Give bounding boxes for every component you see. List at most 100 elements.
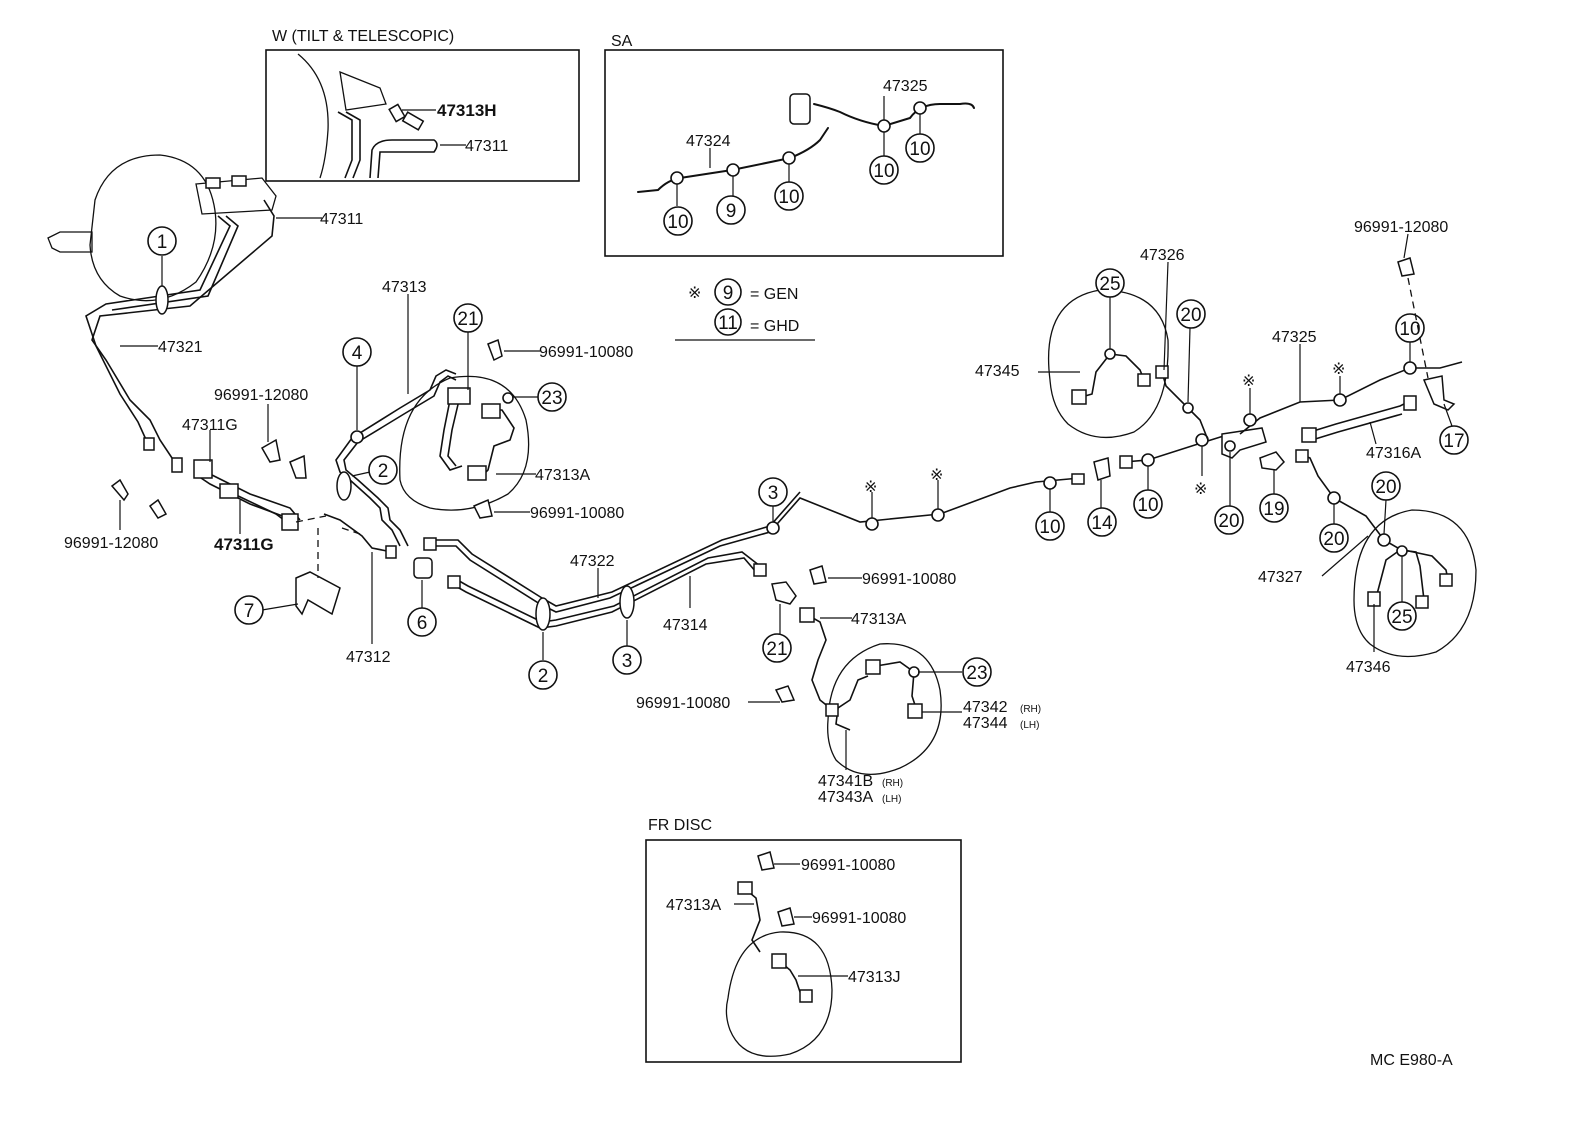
inset-frdisc-clip-b: [777, 907, 795, 927]
label-47311G-b: 47311G: [214, 535, 274, 554]
pipe-47327-end: [1295, 449, 1309, 463]
label-inset-sa-47325: 47325: [883, 78, 928, 95]
clamp-3b: [619, 585, 635, 619]
inset-tilt-pipe-c: [369, 139, 438, 179]
pipe-47313-b: [343, 375, 457, 547]
clamp-1: [155, 285, 169, 315]
callout-20a-text: 20: [1218, 511, 1239, 532]
node-asterisk-a: [865, 517, 879, 531]
hose-47313A-a-end: [481, 403, 501, 419]
asterisk-b: ※: [930, 467, 943, 484]
inset-sa-title: SA: [611, 33, 633, 50]
callout-20b-text: 20: [1180, 305, 1201, 326]
inset-frdisc-title: FR DISC: [648, 817, 712, 834]
clip-96991-12080-c: [1397, 257, 1415, 277]
asterisk-e: ※: [1332, 361, 1345, 378]
suffix-47342-rh: (RH): [1020, 704, 1041, 715]
lead-47326: [1163, 261, 1169, 371]
pipe-rear-main-b: [432, 491, 801, 607]
legend-gen-callout: [714, 278, 742, 306]
inset-frdisc-rotor: [725, 931, 833, 1057]
front-right-brake: 96991-10080 21 47313A 23 96991-10080 473…: [636, 565, 1041, 806]
callout-20a: [1214, 505, 1244, 535]
node-10a: [1043, 476, 1057, 490]
callout-sa-10b: [774, 181, 804, 211]
node-4: [350, 430, 364, 444]
bracket-7: [295, 571, 341, 616]
label-47341B: 47341B: [818, 773, 873, 790]
node-25a: [1104, 348, 1116, 360]
node-asterisk-b: [931, 508, 945, 522]
asterisk-c: ※: [1194, 481, 1207, 498]
label-47313A-a: 47313A: [535, 467, 590, 484]
label-47322: 47322: [570, 553, 615, 570]
wheel-line-47346-end-b: [1415, 595, 1429, 609]
front-left-hoses: 96991-12080 47311G 47311G 96991-12080 7 …: [64, 279, 457, 666]
grommet-19: [1259, 451, 1286, 471]
suffix-47341B-rh: (RH): [882, 778, 903, 789]
lead-c17: [1443, 403, 1453, 427]
master-cylinder: [195, 177, 277, 215]
inset-sa-node-d: [877, 119, 891, 133]
callout-7-text: 7: [244, 601, 255, 622]
label-47313H: 47313H: [437, 101, 497, 120]
callout-20b: [1176, 299, 1206, 329]
wheel-line-fitting-b: [907, 703, 923, 719]
label-47344: 47344: [963, 715, 1008, 732]
callout-20d-text: 20: [1375, 477, 1396, 498]
callout-25a: [1095, 268, 1125, 298]
hose-47311G-end-c: [281, 513, 299, 531]
hose-47316A-end-a: [1301, 427, 1317, 443]
fitting-main-a: [423, 537, 437, 551]
callout-sa-10a: [663, 206, 693, 236]
label-96991-10080-a: 96991-10080: [539, 344, 633, 361]
front-left-drum: [399, 375, 530, 511]
legend: ※ 9 = GEN 11 = GHD: [675, 278, 815, 341]
callout-10c-text: 10: [1399, 319, 1420, 340]
callout-21b: [762, 633, 792, 663]
node-20d: [1377, 533, 1391, 547]
pipe-rear-main-a: [432, 477, 1081, 613]
callout-sa-9-text: 9: [726, 201, 737, 222]
legend-gen-ref: 9: [723, 283, 734, 304]
inset-tilt-booster-outline: [297, 53, 329, 179]
pipe-47312: [323, 513, 393, 553]
inset-frdisc-label-clip-b: 96991-10080: [812, 910, 906, 927]
callout-6: [407, 607, 437, 637]
label-47343A: 47343A: [818, 789, 873, 806]
callout-1-text: 1: [157, 232, 168, 253]
clamp-2a: [336, 471, 352, 501]
suffix-47344-lh: (LH): [1020, 720, 1039, 731]
callout-3a-text: 3: [768, 483, 779, 504]
bracket-14: [1093, 457, 1111, 481]
label-96991-12080-a: 96991-12080: [214, 387, 308, 404]
callout-19: [1259, 493, 1289, 523]
rear-section: 14 10 ※ 20 19 25 47345: [975, 219, 1477, 676]
callout-2b-text: 2: [538, 666, 549, 687]
reservoir-cap-a: [205, 177, 221, 189]
pipe-47321-b: [85, 215, 231, 445]
callout-7: [234, 595, 264, 625]
wheel-line-47345-end-b: [1137, 373, 1151, 387]
legend-ghd-ref: 11: [718, 313, 738, 334]
legend-ghd-callout: [714, 308, 742, 336]
fitting-47321-a: [171, 457, 183, 473]
legend-ghd-text: = GHD: [750, 318, 799, 335]
fitting-10b: [1119, 455, 1133, 469]
wheel-line-47341B: [835, 675, 869, 731]
callout-sa-9: [716, 195, 746, 225]
brake-fitting-21a: [447, 387, 471, 405]
grommet-6: [413, 557, 433, 579]
inset-tilt-fitting-a: [388, 103, 406, 123]
callout-21a: [453, 303, 483, 333]
lead-c7: [261, 603, 299, 611]
node-asterisk-d: [1243, 413, 1257, 427]
front-left-brake: 21 23 96991-10080 47313A 96991-10080: [399, 303, 633, 522]
inset-frdisc-label-47313A: 47313A: [666, 897, 721, 914]
flex-line-b: [447, 395, 461, 467]
callout-2b: [528, 660, 558, 690]
inset-tilt-fitting-b: [401, 111, 425, 131]
callout-14-text: 14: [1091, 513, 1113, 534]
node-20b: [1182, 402, 1194, 414]
